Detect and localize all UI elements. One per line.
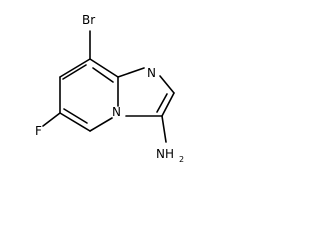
bond-c6-c5 — [59, 112, 91, 132]
bond-c8-c7 — [59, 58, 91, 78]
molecule-diagram: Br F N N NH 2 — [35, 13, 184, 164]
amine-subscript-label: 2 — [179, 155, 184, 164]
bond-c5-n4 — [89, 117, 113, 132]
bond-c8a-c8 — [89, 58, 119, 78]
bond-c2-c3-double — [156, 93, 168, 113]
bond-c8a-n1 — [117, 67, 145, 78]
bromine-label: Br — [82, 13, 95, 27]
bond-c8-c7-double — [62, 64, 87, 80]
bond-c6-f — [42, 112, 61, 127]
bond-c2-c3 — [161, 92, 175, 117]
bond-layer — [42, 30, 175, 143]
imidazole-nitrogen-label: N — [147, 66, 156, 80]
bond-c3-nh2 — [161, 115, 167, 143]
bond-c6-c5-double — [63, 108, 88, 124]
fluorine-label: F — [35, 124, 42, 138]
chemical-structure-figure: Br F N N NH 2 — [35, 13, 185, 164]
bond-c8a-c8-inner — [92, 67, 114, 83]
atom-label-layer: Br F N N NH 2 — [35, 13, 184, 164]
bridgehead-nitrogen-label: N — [112, 105, 121, 119]
bond-n1-c2 — [159, 75, 175, 94]
amine-nitrogen-label: NH — [156, 147, 174, 161]
